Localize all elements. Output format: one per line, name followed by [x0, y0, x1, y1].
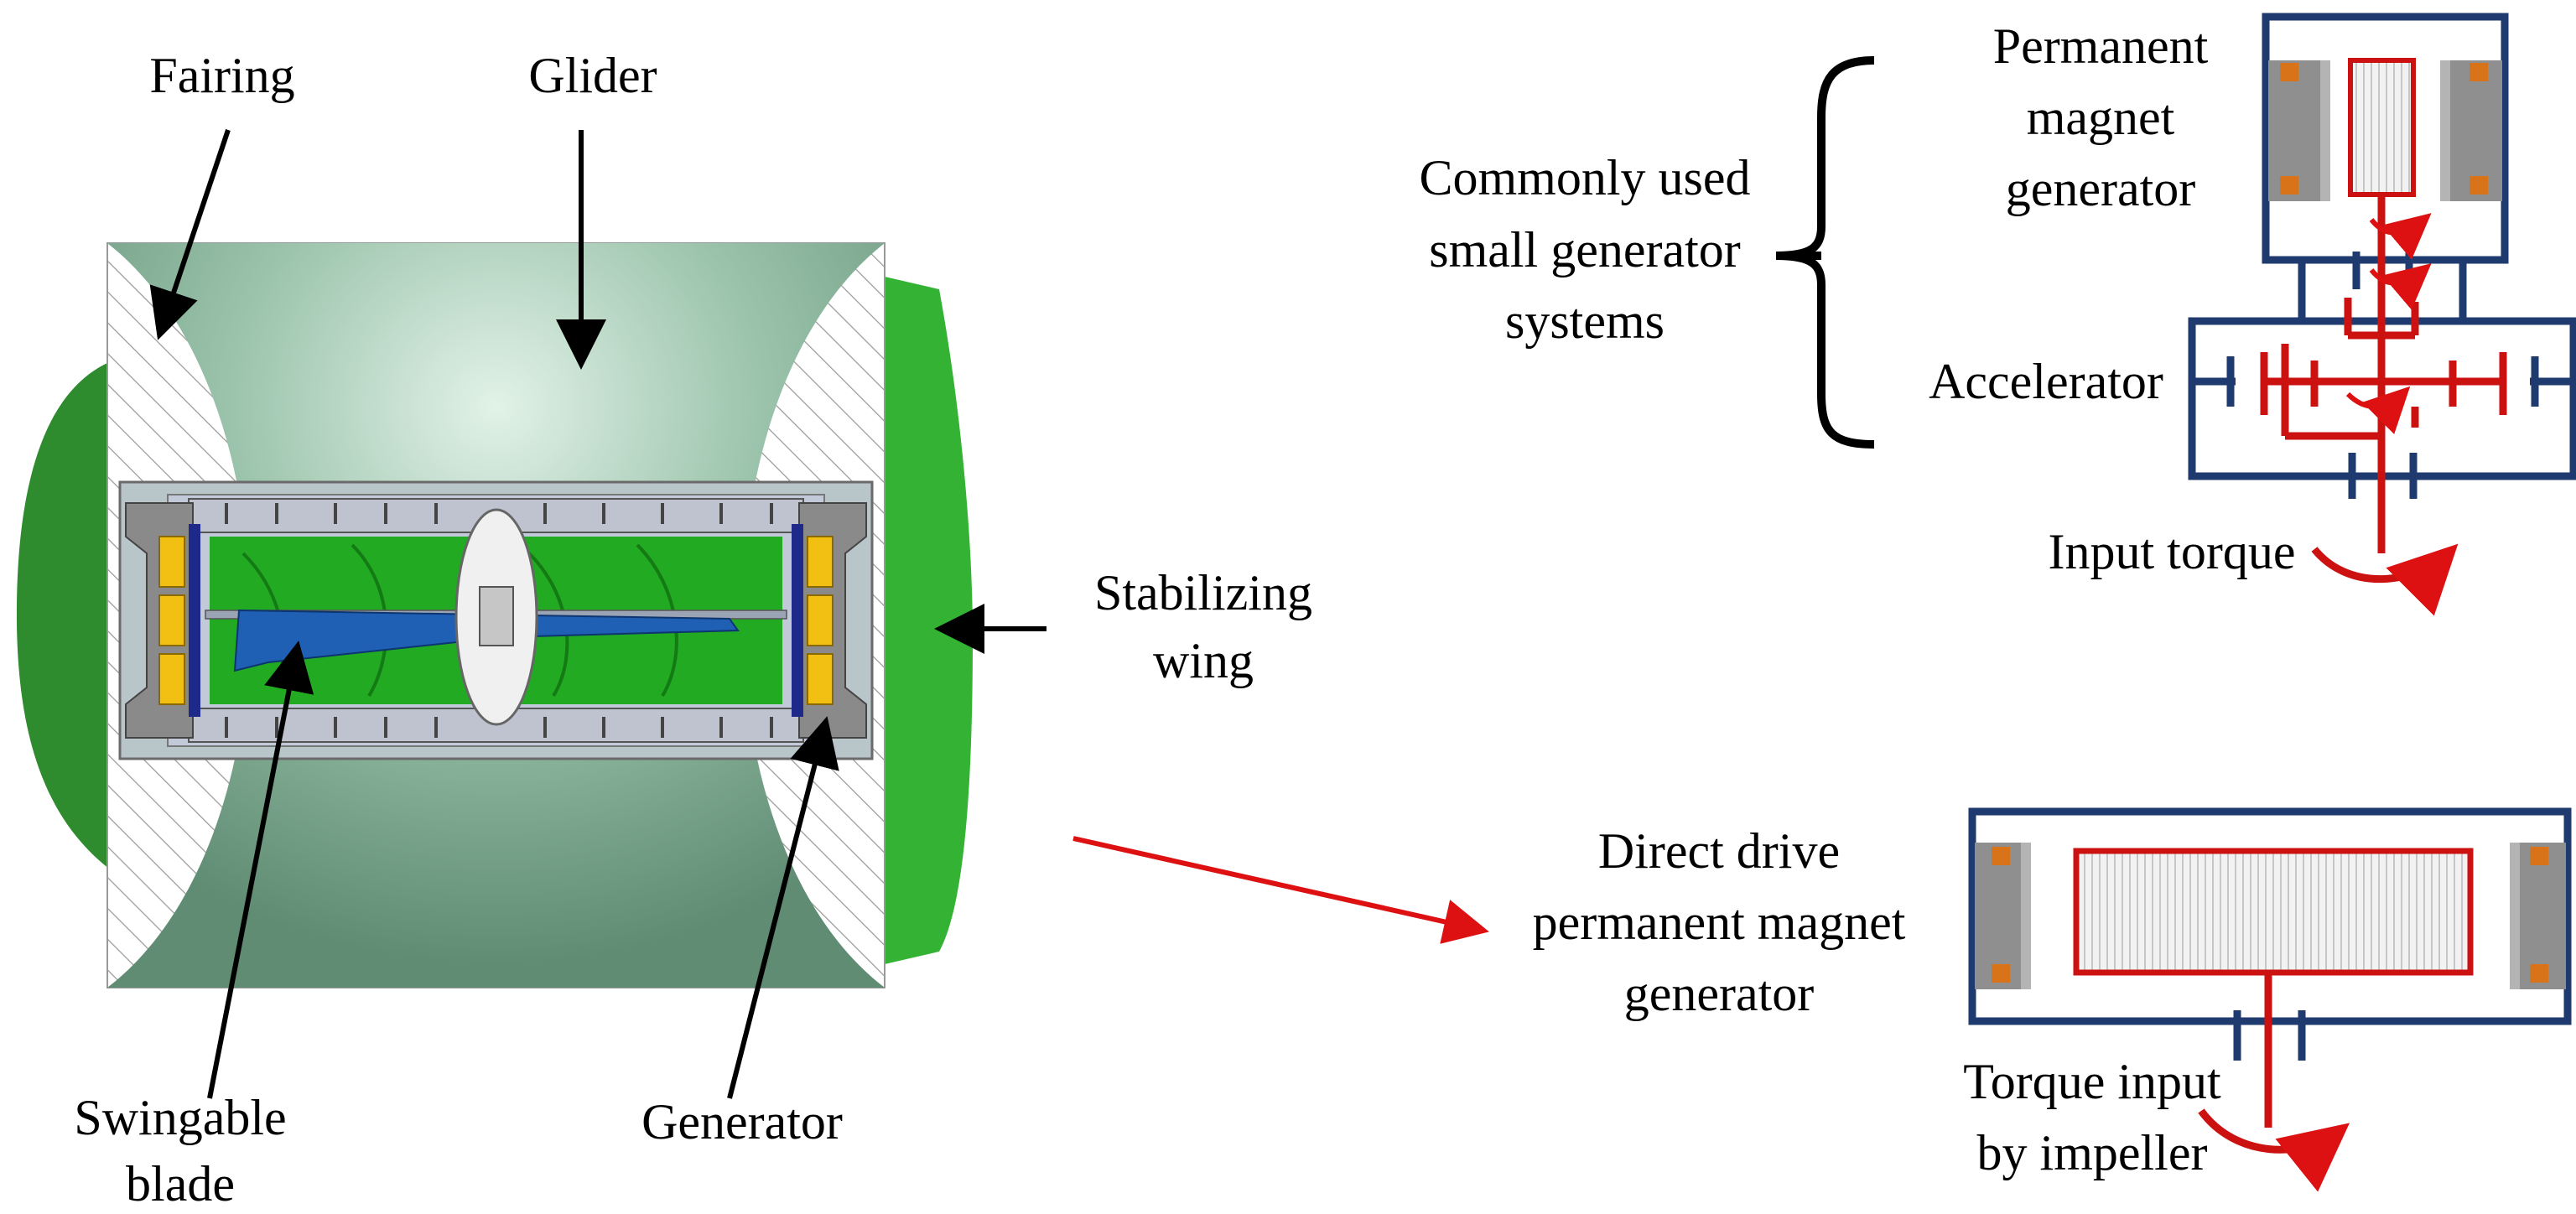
- direct-drive-rotor: [2073, 848, 2474, 976]
- common-generator-system: Commonly used small generator systems Pe…: [1419, 13, 2576, 616]
- common-systems-label-line3: systems: [1505, 293, 1665, 349]
- fairing-arrow: [149, 129, 231, 340]
- generator-assembly: [118, 480, 874, 760]
- stabilizing-wing-label: Stabilizing: [1094, 565, 1312, 620]
- red-pointer-arrow: [1072, 836, 1489, 944]
- glider-label: Glider: [528, 48, 657, 103]
- swingable-blade-label-line2: blade: [126, 1156, 235, 1211]
- swingable-blade-arrow: [207, 641, 314, 1099]
- pm-generator-label-line2: magnet: [2027, 90, 2175, 145]
- common-systems-label-line2: small generator: [1429, 222, 1741, 278]
- torque-input-label-line2: by impeller: [1977, 1125, 2208, 1180]
- accelerator-label: Accelerator: [1929, 354, 2163, 409]
- stabilizing-wing-left: [16, 361, 114, 872]
- stabilizing-wing-label-line2: wing: [1153, 633, 1254, 688]
- swingable-blade-label: Swingable: [74, 1090, 286, 1145]
- generator-left-magnet: [158, 536, 185, 588]
- accelerator-gear-train: [2260, 195, 2507, 553]
- pm-generator-label-line3: generator: [2006, 161, 2196, 216]
- generator-right-magnet: [807, 536, 834, 588]
- pm-generator-label: Permanent: [1993, 18, 2209, 74]
- generator-arrow: [727, 716, 839, 1099]
- torque-input-arrow: [2198, 1108, 2350, 1192]
- pm-generator-rotor: [2348, 58, 2416, 197]
- device-cross-section: Fairing Glider Stabilizing wing Swingabl…: [16, 48, 1312, 1211]
- input-torque-arrow: [2311, 543, 2459, 616]
- torque-input-label: Torque input: [1963, 1054, 2221, 1109]
- input-torque-label: Input torque: [2049, 524, 2296, 579]
- direct-drive-label-line3: generator: [1624, 966, 1815, 1021]
- direct-drive-system: Direct drive permanent magnet generator …: [1072, 807, 2572, 1192]
- direct-drive-label-line2: permanent magnet: [1533, 895, 1906, 950]
- direct-drive-label: Direct drive: [1598, 823, 1840, 879]
- fairing-label: Fairing: [149, 48, 294, 103]
- common-systems-label: Commonly used: [1419, 150, 1750, 205]
- generator-label: Generator: [641, 1094, 843, 1149]
- stabilizing-wing-right: [885, 277, 973, 964]
